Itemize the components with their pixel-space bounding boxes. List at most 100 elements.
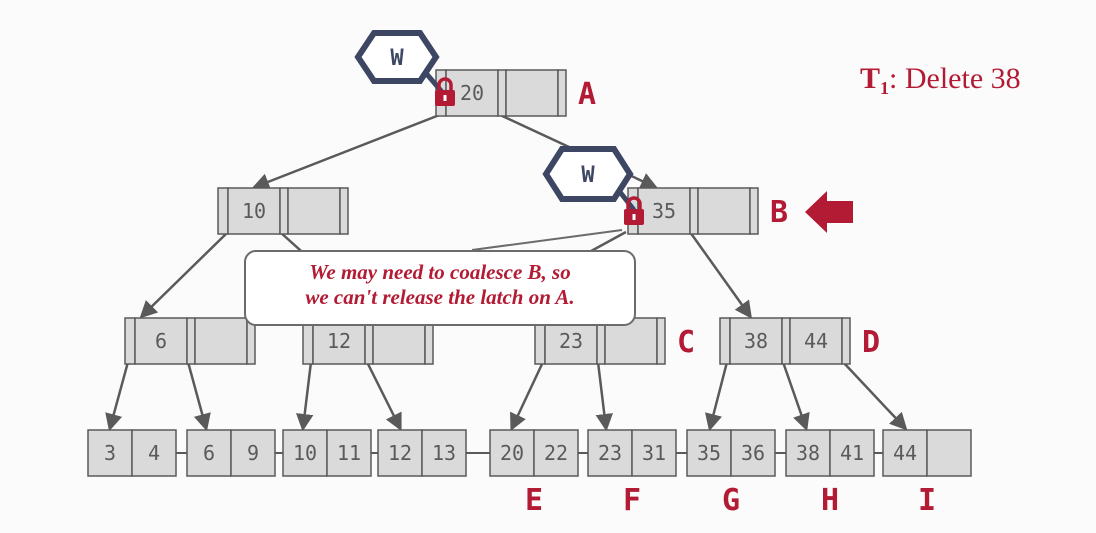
latch-badge — [542, 146, 634, 202]
leaf-key-slot — [631, 429, 677, 477]
latch-on-b: W — [542, 146, 634, 202]
leaf-key: 41 — [840, 441, 864, 465]
leaf-label-g: G — [722, 483, 740, 518]
leaf-key: 20 — [500, 441, 524, 465]
page-title: T1: Delete 38 — [860, 62, 1021, 98]
leaf-key: 4 — [148, 441, 160, 465]
leaf-label-h: H — [821, 483, 839, 518]
latch-on-a: W — [354, 30, 440, 84]
leaf-node: 12 13 — [377, 429, 467, 477]
tree-edge — [595, 361, 614, 432]
node-label-c: C — [677, 325, 695, 360]
tree-edge — [705, 361, 729, 432]
inner-node-l2: 6 — [124, 317, 256, 365]
leaf-key: 35 — [697, 441, 721, 465]
pointer-slot — [656, 317, 666, 365]
callout-line-1: We may need to coalesce B, so — [309, 260, 571, 284]
latch-badge — [354, 30, 440, 84]
node-key: 10 — [242, 199, 266, 223]
inner-node-b: 35 B — [627, 187, 788, 235]
node-label-d: D — [862, 325, 880, 360]
latch-mode-label: W — [581, 163, 595, 188]
leaf-key-slot — [730, 429, 776, 477]
key-slot — [194, 317, 248, 365]
leaf-key-slot — [533, 429, 579, 477]
leaf-key: 13 — [432, 441, 456, 465]
key-slot — [729, 317, 783, 365]
callout-pointer — [471, 229, 623, 251]
leaf-key-slot — [686, 429, 732, 477]
inner-node-d: 38 44 D — [719, 317, 880, 365]
node-key: 23 — [559, 329, 583, 353]
latches: WW — [354, 30, 853, 233]
leaf-node: 44I — [882, 429, 972, 518]
leaf-key-slot — [421, 429, 467, 477]
leaf-key: 38 — [796, 441, 820, 465]
leaf-key-slot — [377, 429, 423, 477]
pointer-slot — [841, 317, 851, 365]
leaf-key: 31 — [642, 441, 666, 465]
pointer-slot — [339, 187, 349, 235]
left-arrow-icon — [805, 191, 853, 233]
pointer-slot — [497, 69, 507, 117]
leaf-node: 23 31F — [587, 429, 677, 518]
leaf-node: 38 41H — [785, 429, 875, 518]
key-slot — [697, 187, 751, 235]
inner-node-l1: 10 — [217, 187, 349, 235]
leaf-key: 11 — [337, 441, 361, 465]
node-key: 38 — [744, 329, 768, 353]
node-key: 12 — [327, 329, 351, 353]
leaf-label-i: I — [918, 483, 936, 518]
leaf-key-slot — [131, 429, 177, 477]
node-key: 35 — [652, 199, 676, 223]
leaf-label-f: F — [623, 483, 641, 518]
tree-edge — [365, 361, 402, 432]
tree-edge — [510, 361, 545, 432]
pointer-slot — [749, 187, 759, 235]
tree-edge — [842, 361, 908, 431]
tree-edge — [781, 361, 810, 432]
pointer-slot — [781, 317, 791, 365]
tree-edge — [186, 361, 211, 432]
leaf-key-slot — [829, 429, 875, 477]
leaf-key: 9 — [247, 441, 259, 465]
callout-line-2: we can't release the latch on A. — [305, 285, 575, 309]
leaf-node: 20 22E — [489, 429, 579, 518]
lock-icon — [435, 77, 455, 106]
pointer-slot — [689, 187, 699, 235]
pointer-slot — [217, 187, 229, 235]
tree-edge — [295, 361, 314, 432]
leaf-key: 44 — [893, 441, 917, 465]
leaf-key: 6 — [203, 441, 215, 465]
key-slot — [287, 187, 341, 235]
leaf-key: 22 — [544, 441, 568, 465]
latch-mode-label: W — [390, 46, 404, 71]
key-slot — [505, 69, 559, 117]
leaf-key-slot — [230, 429, 276, 477]
leaf-key: 12 — [388, 441, 412, 465]
pointer-slot — [124, 317, 136, 365]
callout-note: We may need to coalesce B, so we can't r… — [244, 250, 636, 326]
leaf-key: 23 — [598, 441, 622, 465]
node-key: 6 — [155, 329, 167, 353]
leaf-label-e: E — [525, 483, 543, 518]
leaf-key-slot — [785, 429, 831, 477]
key-slot — [134, 317, 188, 365]
node-key: 20 — [460, 81, 484, 105]
pointer-slot — [719, 317, 731, 365]
pointer-slot — [186, 317, 196, 365]
node-key: 44 — [804, 329, 828, 353]
pointer-slot — [279, 187, 289, 235]
node-label-b: B — [770, 195, 788, 230]
tree-edge — [139, 231, 229, 319]
leaf-key: 3 — [104, 441, 116, 465]
lock-icon — [624, 196, 644, 225]
